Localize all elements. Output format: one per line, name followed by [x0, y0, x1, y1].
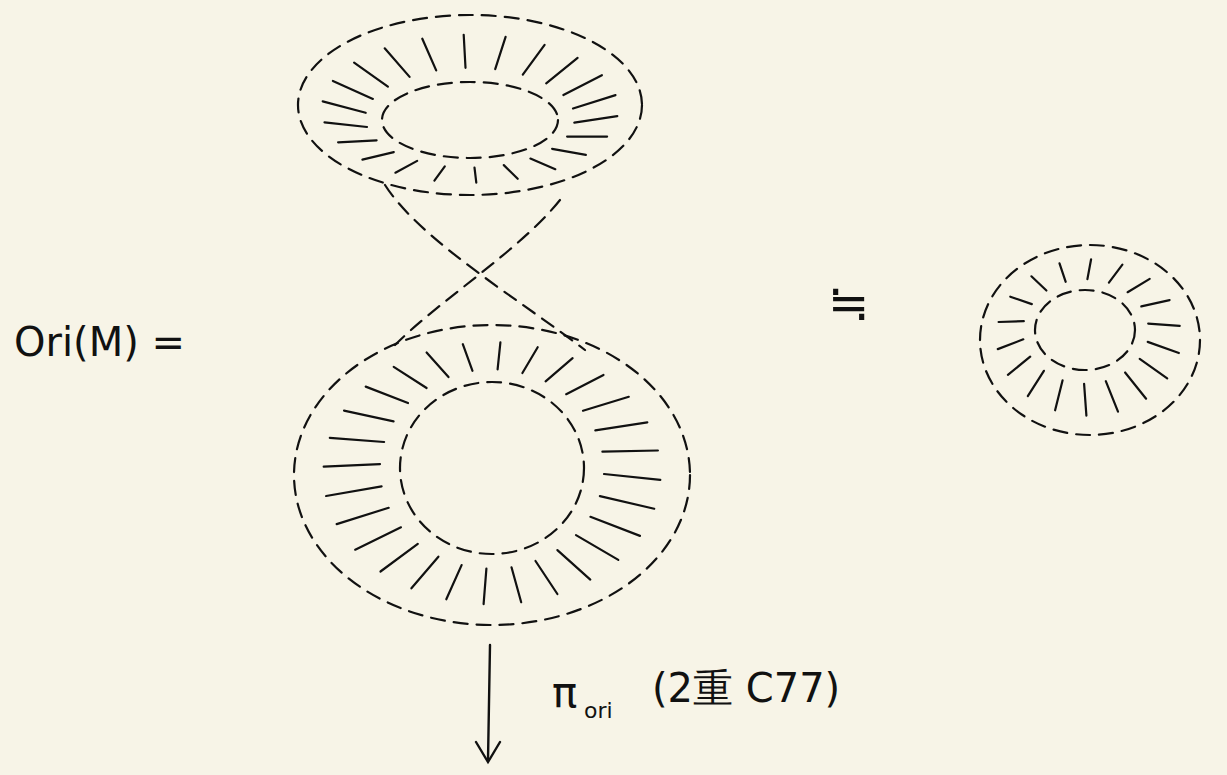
hatch-stroke: [1008, 357, 1030, 375]
hatch-stroke: [602, 451, 658, 452]
hatch-stroke: [512, 567, 522, 602]
hatch-stroke: [546, 358, 573, 381]
hatch-stroke: [522, 347, 537, 373]
hatch-stroke: [566, 375, 603, 394]
hatch-stroke: [1010, 297, 1032, 304]
hatch-stroke: [576, 535, 618, 560]
hatch-stroke: [463, 344, 473, 371]
hatching: [323, 35, 1180, 604]
hatch-stroke: [1140, 359, 1168, 378]
hatch-stroke: [574, 116, 617, 123]
twist-line: [395, 200, 560, 345]
hatch-stroke: [354, 63, 388, 87]
hatch-stroke: [1125, 373, 1146, 399]
hatch-stroke: [323, 101, 366, 112]
hatch-stroke: [422, 39, 436, 71]
projection-arrow: [476, 645, 500, 762]
hatch-stroke: [546, 58, 577, 84]
hatch-stroke: [1109, 265, 1123, 283]
hatch-stroke: [498, 342, 501, 369]
map-subscript: ori: [584, 700, 613, 722]
hatch-stroke: [394, 367, 427, 388]
hatch-stroke: [475, 168, 477, 183]
hatch-stroke: [434, 166, 444, 180]
upper-loop-inner: [382, 82, 558, 158]
hatch-stroke: [1084, 384, 1086, 416]
hatch-stroke: [1141, 300, 1169, 306]
hatch-stroke: [366, 387, 408, 403]
hatch-stroke: [604, 474, 660, 480]
hatch-stroke: [464, 35, 466, 68]
hatch-stroke: [385, 48, 410, 77]
hatch-stroke: [395, 161, 417, 173]
torus-outer: [980, 245, 1200, 435]
hatch-stroke: [337, 508, 389, 524]
hatch-stroke: [330, 438, 384, 442]
hatch-stroke: [362, 152, 393, 160]
hatch-stroke: [381, 544, 418, 572]
hatch-stroke: [530, 159, 555, 170]
hatch-stroke: [326, 486, 382, 496]
hatch-stroke: [427, 353, 449, 378]
hatch-stroke: [446, 565, 461, 599]
hatch-stroke: [355, 527, 401, 549]
hatch-stroke: [1106, 381, 1118, 412]
torus-inner: [1035, 290, 1135, 370]
hatch-stroke: [583, 397, 629, 411]
hatch-stroke: [338, 140, 377, 142]
hatch-stroke: [552, 149, 586, 155]
hatch-stroke: [1028, 371, 1044, 396]
map-symbol: π: [552, 672, 577, 714]
hatch-stroke: [536, 561, 558, 594]
hatch-stroke: [557, 550, 590, 580]
hatch-stroke: [573, 95, 616, 108]
twist-line: [385, 185, 585, 350]
approx-symbol: ≒: [828, 278, 870, 328]
hatch-stroke: [1060, 263, 1066, 282]
hatch-stroke: [1128, 279, 1150, 292]
hatch-stroke: [1148, 342, 1179, 353]
hatch-stroke: [504, 165, 518, 179]
hatch-stroke: [325, 122, 368, 127]
cover-note: (2重 C77): [652, 668, 840, 708]
hatch-stroke: [523, 45, 545, 75]
hatch-stroke: [1031, 276, 1046, 290]
hatch-stroke: [411, 557, 438, 589]
hatch-stroke: [344, 411, 394, 422]
hatch-stroke: [590, 517, 640, 536]
hatch-stroke: [1055, 380, 1063, 410]
hatch-stroke: [567, 136, 607, 138]
hatch-stroke: [563, 75, 602, 95]
equation-label: Ori(M) =: [14, 322, 185, 362]
hatch-stroke: [600, 496, 654, 509]
hatch-stroke: [999, 320, 1024, 323]
hatch-stroke: [484, 569, 487, 604]
hatch-stroke: [1148, 324, 1180, 326]
hatch-stroke: [333, 81, 373, 99]
hatch-stroke: [998, 339, 1024, 349]
hatch-stroke: [495, 37, 505, 69]
hatch-stroke: [1087, 259, 1091, 279]
hatch-stroke: [324, 464, 380, 467]
hatch-stroke: [595, 422, 647, 430]
lower-loop-outer: [294, 325, 690, 625]
upper-loop-outer: [298, 15, 642, 195]
lower-loop-inner: [400, 382, 584, 554]
